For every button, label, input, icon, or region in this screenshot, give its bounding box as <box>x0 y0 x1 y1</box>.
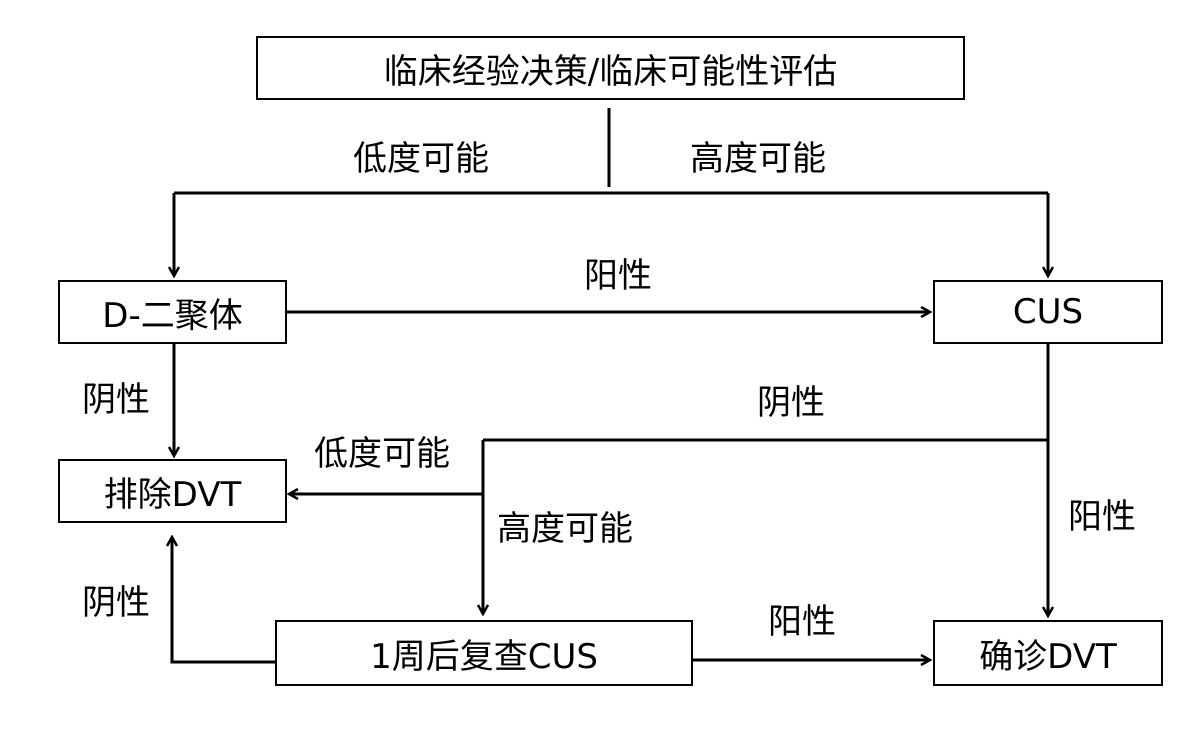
neg-high-prob-label: 高度可能 <box>497 509 633 549</box>
recheck-to-exclude-arrow <box>172 537 275 664</box>
ddimer-positive-label: 阳性 <box>584 256 652 296</box>
cus-box: CUS <box>933 280 1163 344</box>
recheck-negative-label: 阴性 <box>82 583 150 623</box>
recheck-cus-box: 1周后复查CUS <box>275 620 693 686</box>
cus-positive-label: 阳性 <box>1068 497 1136 537</box>
neg-low-prob-label: 低度可能 <box>314 434 450 474</box>
cus-negative-label: 阴性 <box>757 383 825 423</box>
ddimer-box: D-二聚体 <box>58 280 287 344</box>
recheck-positive-label: 阳性 <box>768 602 836 642</box>
low-prob-label: 低度可能 <box>353 139 489 179</box>
assessment-box: 临床经验决策/临床可能性评估 <box>256 36 965 100</box>
exclude-dvt-box: 排除DVT <box>58 459 287 523</box>
ddimer-negative-label: 阴性 <box>82 380 150 420</box>
high-prob-label: 高度可能 <box>690 139 826 179</box>
confirm-dvt-box: 确诊DVT <box>933 620 1163 686</box>
